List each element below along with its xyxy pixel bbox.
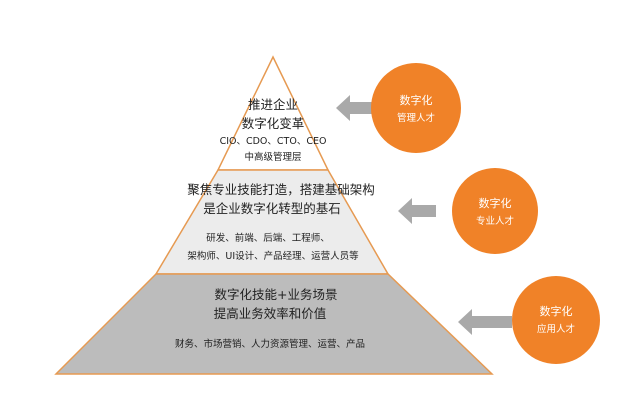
arrow-top-icon	[336, 95, 372, 121]
tier-middle-roles1: 研发、前端、后端、工程师、	[206, 233, 330, 244]
tier-top-level: 中高级管理层	[244, 152, 302, 163]
circle-professional-line2: 专业人才	[475, 216, 515, 227]
tier-bottom-line1: 数字化技能+业务场景	[214, 287, 338, 302]
circle-professional-line1: 数字化	[478, 197, 512, 210]
circle-application	[512, 276, 600, 364]
circle-management-line1: 数字化	[399, 94, 433, 107]
tier-middle-roles2: 架构师、UI设计、产品经理、运营人员等	[187, 251, 359, 262]
tier-top-roles: CIO、CDO、CTO、CEO	[219, 136, 327, 147]
tier-top-line1: 推进企业	[247, 97, 299, 112]
tier-bottom-line2: 提高业务效率和价值	[213, 306, 327, 321]
arrow-middle-icon	[398, 198, 436, 224]
circle-professional	[452, 168, 538, 254]
tier-bottom-roles: 财务、市场营销、人力资源管理、运营、产品	[174, 339, 366, 350]
circle-application-line2: 应用人才	[536, 324, 576, 335]
circle-application-line1: 数字化	[539, 305, 573, 318]
circle-management	[371, 63, 461, 153]
tier-top-line2: 数字化变革	[241, 116, 305, 131]
tier-middle-line2: 是企业数字化转型的基石	[203, 201, 341, 216]
tier-middle-line1: 聚焦专业技能打造，搭建基础架构	[187, 182, 375, 197]
tier-bottom-shape	[54, 273, 494, 375]
circle-management-line2: 管理人才	[396, 113, 436, 124]
arrow-bottom-icon	[458, 309, 512, 335]
